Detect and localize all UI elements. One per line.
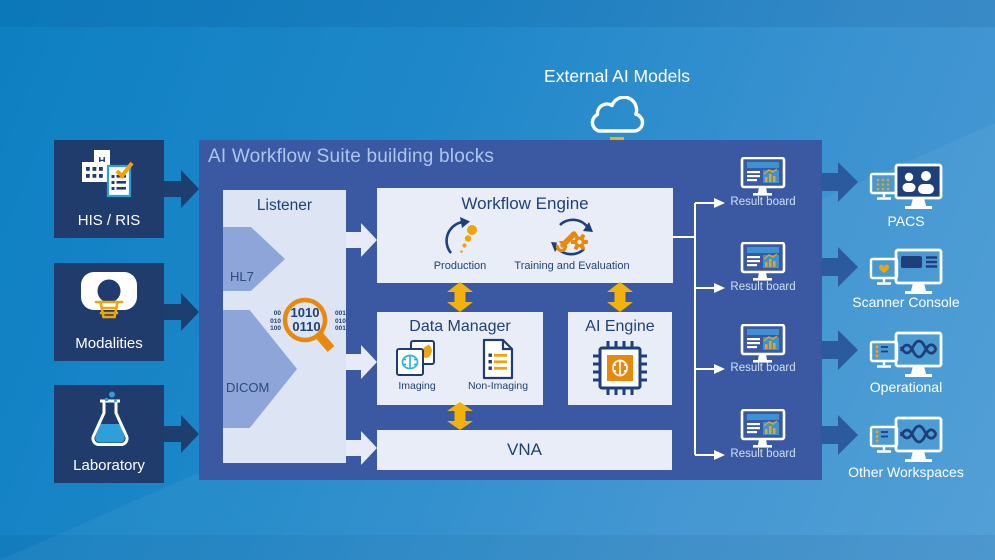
result-board-icon	[740, 242, 786, 281]
listener-to-datamanager-arrow	[346, 345, 377, 379]
source-box-his-ris: H HIS / RIS	[54, 140, 164, 238]
scanner-console-icon	[869, 248, 943, 294]
result-board-icon	[740, 324, 786, 363]
binary-bits-left: 00 010 100	[270, 310, 281, 332]
dicom-label: DICOM	[226, 380, 270, 395]
source-label: Laboratory	[73, 457, 145, 474]
workflow-engine-box	[377, 188, 673, 283]
result-board-label: Result board	[730, 448, 796, 460]
workspace-dashboard-icon	[869, 416, 943, 462]
result-board-label: Result board	[730, 281, 796, 293]
listener-title: Listener	[256, 197, 313, 214]
arrow-his-ris-to-suite	[164, 170, 199, 208]
operational-dashboard-icon	[869, 331, 943, 377]
destination-label-pacs: PACS	[887, 213, 925, 229]
result-board-icon	[740, 409, 786, 448]
svg-text:1010: 1010	[291, 305, 320, 320]
production-icon	[445, 217, 477, 254]
imaging-icon	[396, 340, 435, 376]
lab-flask-icon	[91, 391, 129, 447]
mri-scanner-icon	[81, 272, 137, 319]
production-label: Production	[433, 260, 487, 272]
workflow-datamanager-exchange-arrow	[447, 282, 473, 312]
datamanager-vna-exchange-arrow	[447, 402, 473, 430]
listener-to-workflow-arrow	[346, 223, 377, 257]
source-box-modalities: Modalities	[54, 263, 164, 361]
result-board-label: Result board	[730, 196, 796, 208]
arrow-suite-to-pacs	[821, 162, 858, 202]
binary-bits-right: 001 010 001	[335, 310, 346, 332]
destination-label-other-workspaces: Other Workspaces	[848, 464, 964, 480]
background-band-bottom	[0, 535, 995, 560]
workflow-engine-title: Workflow Engine	[461, 194, 589, 213]
source-label: Modalities	[75, 335, 143, 352]
svg-text:0110: 0110	[292, 319, 320, 334]
arrow-suite-to-scanner-console	[821, 247, 858, 287]
arrow-laboratory-to-suite	[164, 415, 199, 453]
magnifier-icon: 1010 0110	[282, 297, 334, 352]
data-manager-title: Data Manager	[409, 318, 511, 335]
arrow-suite-to-operational	[821, 330, 858, 370]
external-ai-models-label: External AI Models	[544, 66, 690, 86]
non-imaging-icon	[482, 338, 514, 380]
result-board-icon	[740, 157, 786, 196]
result-board-label: Result board	[730, 362, 796, 374]
svg-text:H: H	[98, 156, 105, 167]
pacs-workstation-icon	[869, 163, 943, 209]
workflow-aiengine-exchange-arrow	[607, 282, 633, 312]
cloud-icon	[590, 96, 645, 133]
destination-label-operational: Operational	[869, 379, 943, 395]
listener-to-vna-arrow	[346, 431, 377, 465]
imaging-label: Imaging	[398, 380, 436, 392]
vna-title: VNA	[507, 440, 542, 459]
training-evaluation-icon	[551, 218, 593, 256]
ai-engine-title: AI Engine	[585, 318, 655, 335]
ai-chip-icon	[593, 341, 647, 395]
arrow-suite-to-other-workspaces	[821, 415, 858, 455]
background-band-top	[0, 0, 995, 27]
source-label: HIS / RIS	[77, 212, 141, 229]
training-evaluation-label: Training and Evaluation	[514, 260, 630, 272]
suite-title: AI Workflow Suite building blocks	[208, 146, 495, 167]
vna-box	[377, 430, 672, 470]
source-box-laboratory: Laboratory	[54, 385, 164, 483]
hospital-records-icon: H	[82, 150, 134, 198]
result-board-connector-lines	[672, 198, 725, 460]
non-imaging-label: Non-Imaging	[467, 380, 529, 392]
arrow-modalities-to-suite	[164, 293, 199, 331]
destination-label-scanner-console: Scanner Console	[852, 294, 960, 310]
hl7-label: HL7	[230, 269, 254, 284]
data-inspection-magnifier: 00 010 100 1010 0110 001 010 001	[256, 294, 356, 364]
